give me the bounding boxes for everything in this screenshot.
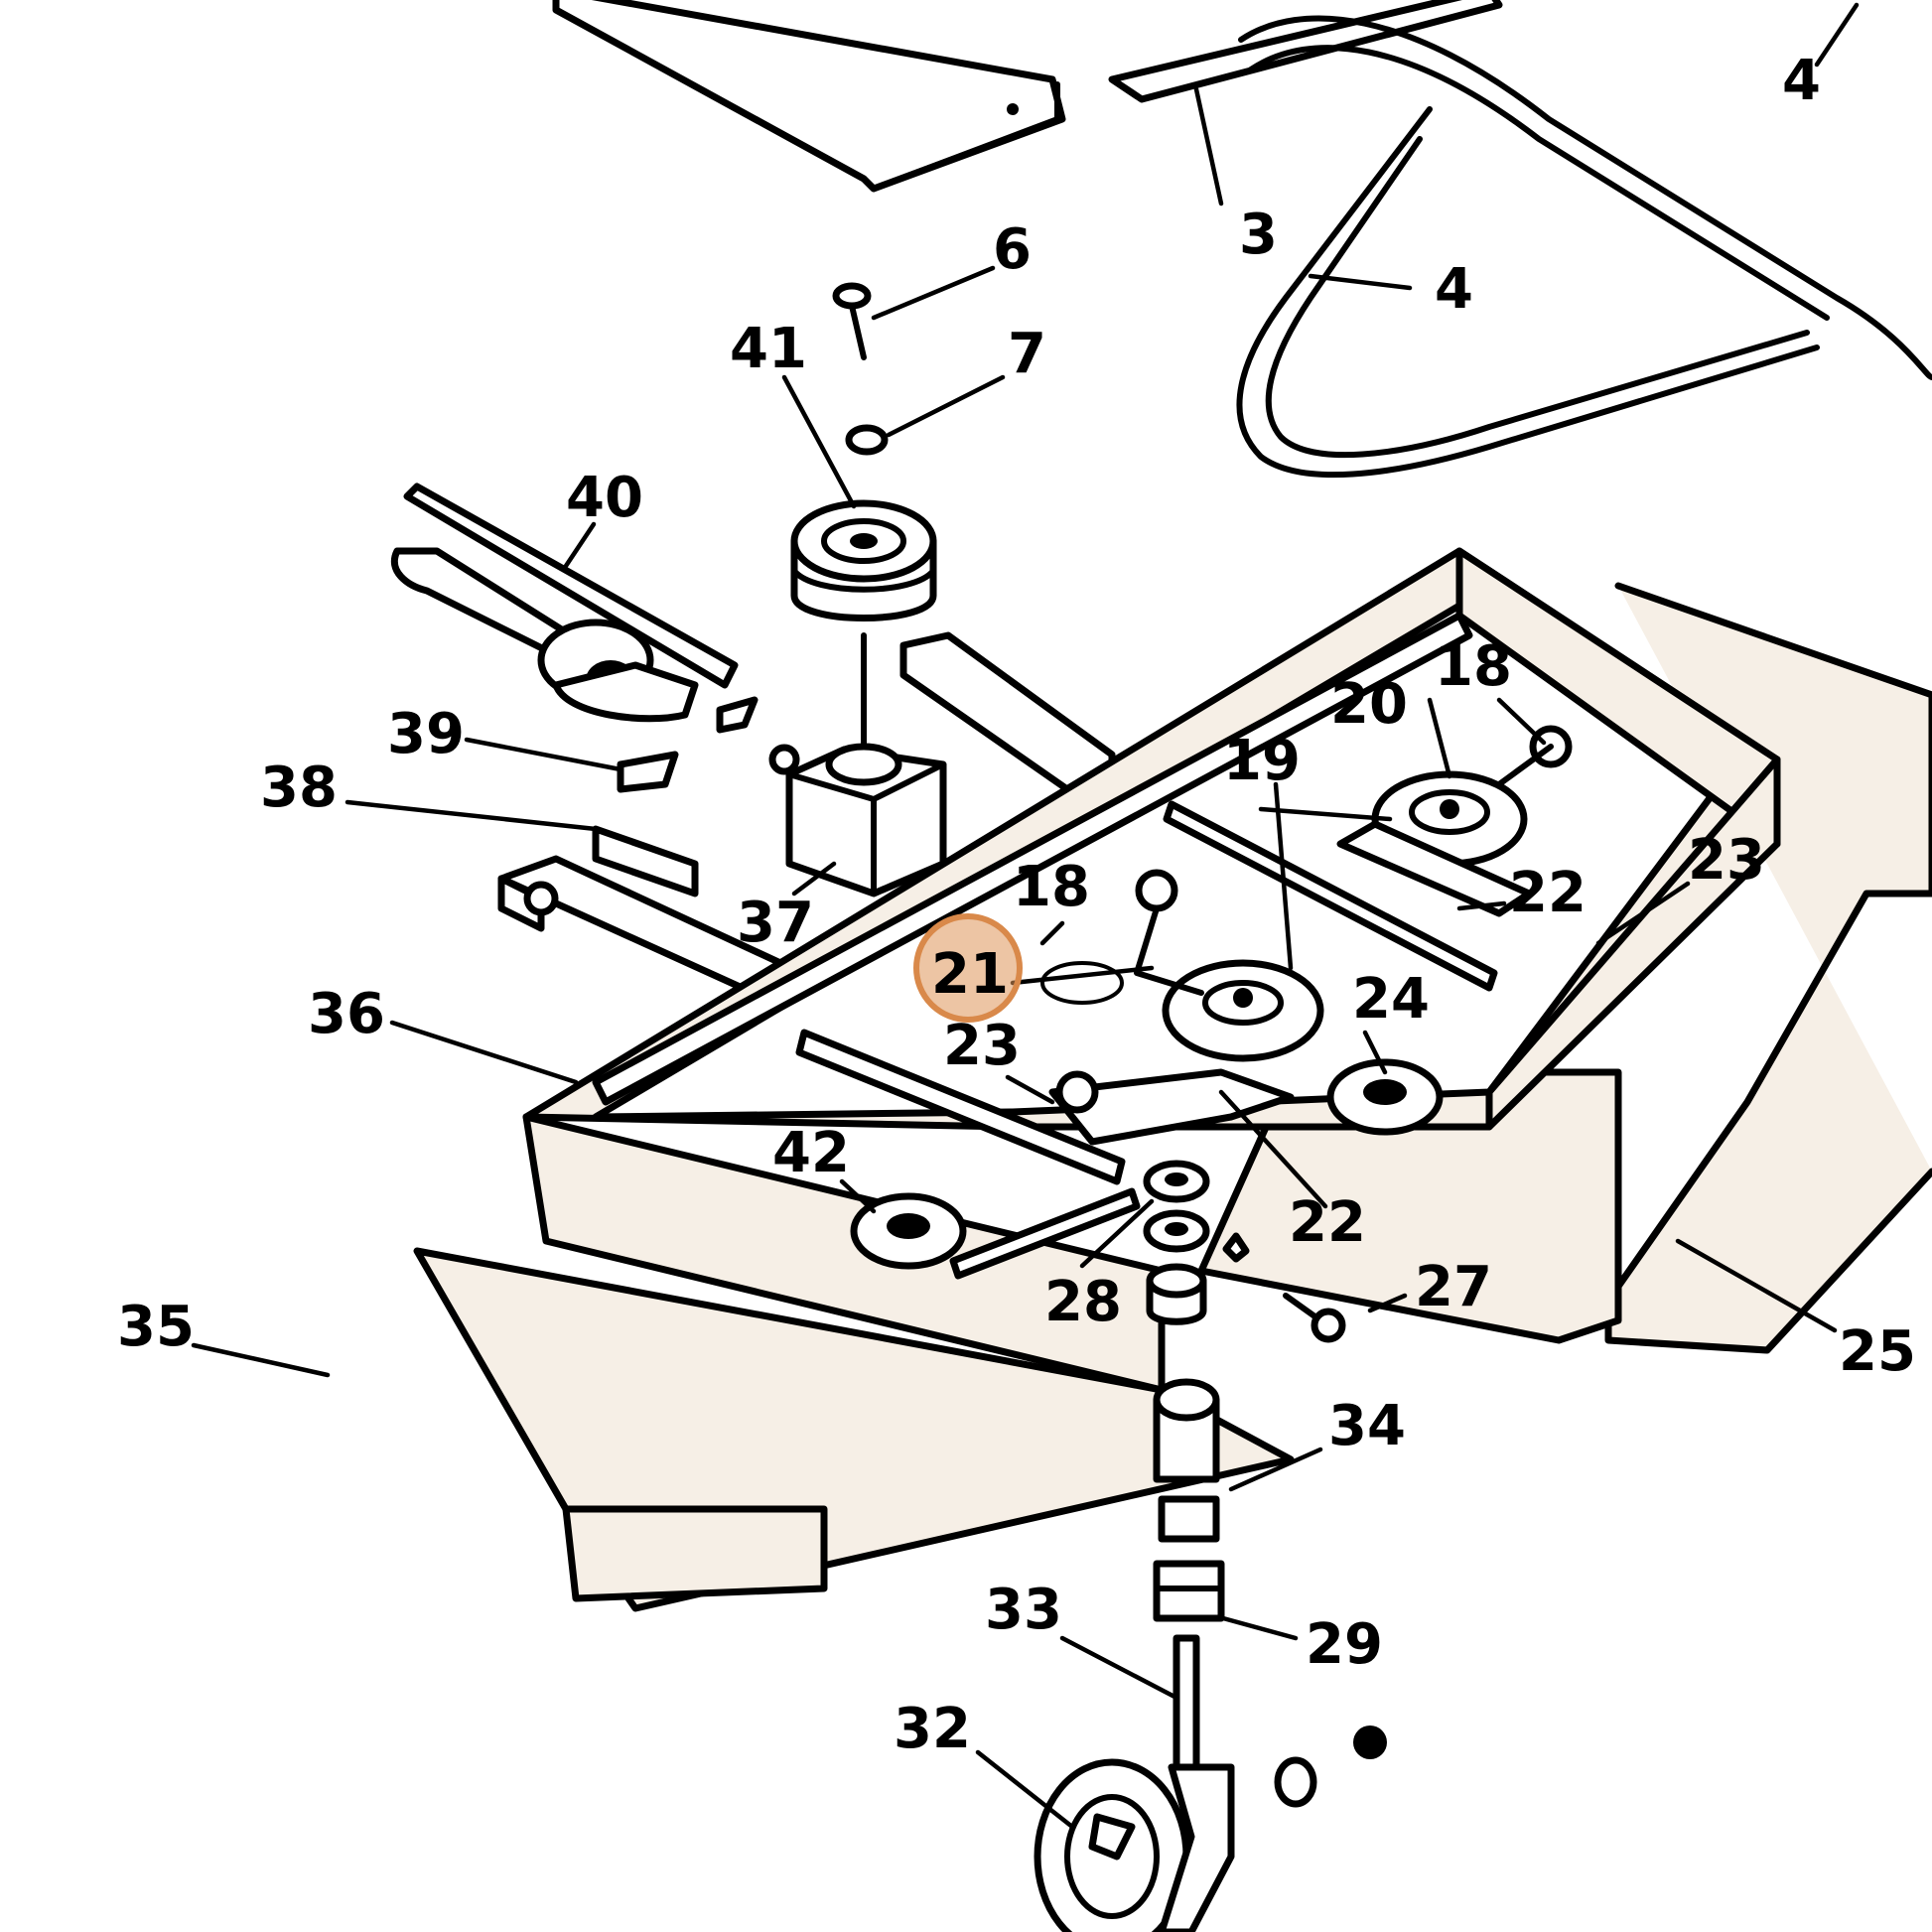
callout-36: 36 bbox=[308, 982, 385, 1046]
callout-29: 29 bbox=[1306, 1612, 1383, 1677]
bolt-6 bbox=[832, 282, 872, 360]
spindle-42 bbox=[850, 1192, 967, 1270]
callout-34: 34 bbox=[1328, 1394, 1406, 1458]
callout-37: 37 bbox=[737, 891, 814, 955]
callout-7: 7 bbox=[1008, 322, 1046, 386]
ring-21 bbox=[1040, 961, 1124, 1005]
leader-lines bbox=[191, 2, 1860, 1830]
mower-deck-25 bbox=[413, 547, 1932, 1612]
callout-27: 27 bbox=[1415, 1255, 1492, 1319]
callout-42: 42 bbox=[772, 1121, 850, 1185]
highlight-marker-21 bbox=[913, 913, 1023, 1023]
callout-35: 35 bbox=[117, 1295, 195, 1359]
callout-22-lower: 22 bbox=[1289, 1190, 1366, 1255]
idler-arm-40 bbox=[390, 483, 739, 723]
spindle-24 bbox=[1326, 1058, 1444, 1136]
callout-38: 38 bbox=[260, 756, 338, 820]
callout-24: 24 bbox=[1352, 967, 1430, 1032]
callout-23-lower: 23 bbox=[943, 1014, 1021, 1078]
callout-28: 28 bbox=[1044, 1270, 1122, 1334]
callout-18-upper: 18 bbox=[1435, 634, 1512, 699]
callout-3: 3 bbox=[1239, 203, 1278, 267]
callout-22-upper: 22 bbox=[1509, 861, 1587, 925]
callout-40: 40 bbox=[566, 466, 643, 530]
callout-4-lower: 4 bbox=[1435, 257, 1473, 322]
callout-4-upper: 4 bbox=[1782, 49, 1821, 113]
bolt-27 bbox=[1222, 1232, 1346, 1343]
callout-33: 33 bbox=[985, 1578, 1062, 1642]
callout-23-upper: 23 bbox=[1688, 828, 1765, 893]
idler-arm-22 bbox=[1048, 1068, 1295, 1146]
spindle-19 bbox=[1162, 959, 1324, 1062]
gearbox-37 bbox=[768, 632, 947, 897]
drive-belt bbox=[1236, 15, 1932, 479]
callout-25: 25 bbox=[1839, 1319, 1916, 1384]
callout-20: 20 bbox=[1330, 672, 1408, 737]
idler-18-lower bbox=[1134, 869, 1204, 996]
pulley-41 bbox=[790, 499, 937, 621]
callout-labels: 3 4 4 6 7 41 40 39 38 37 36 35 18 20 19 … bbox=[117, 49, 1916, 1761]
deck-inner-rails bbox=[592, 612, 1498, 1185]
top-cover-plate bbox=[552, 0, 1503, 193]
callout-18-lower: 18 bbox=[1013, 855, 1090, 919]
rod-28 bbox=[949, 1187, 1141, 1280]
callout-19: 19 bbox=[1223, 729, 1301, 793]
callout-6: 6 bbox=[993, 217, 1032, 282]
callout-41: 41 bbox=[730, 317, 807, 381]
washer-7 bbox=[845, 424, 889, 456]
callout-21: 21 bbox=[931, 942, 1009, 1007]
callout-32: 32 bbox=[894, 1697, 971, 1761]
callout-39: 39 bbox=[387, 702, 465, 766]
pin-39 bbox=[617, 696, 759, 793]
caster-assembly bbox=[1034, 1378, 1387, 1932]
spacers-28 bbox=[1143, 1160, 1210, 1325]
